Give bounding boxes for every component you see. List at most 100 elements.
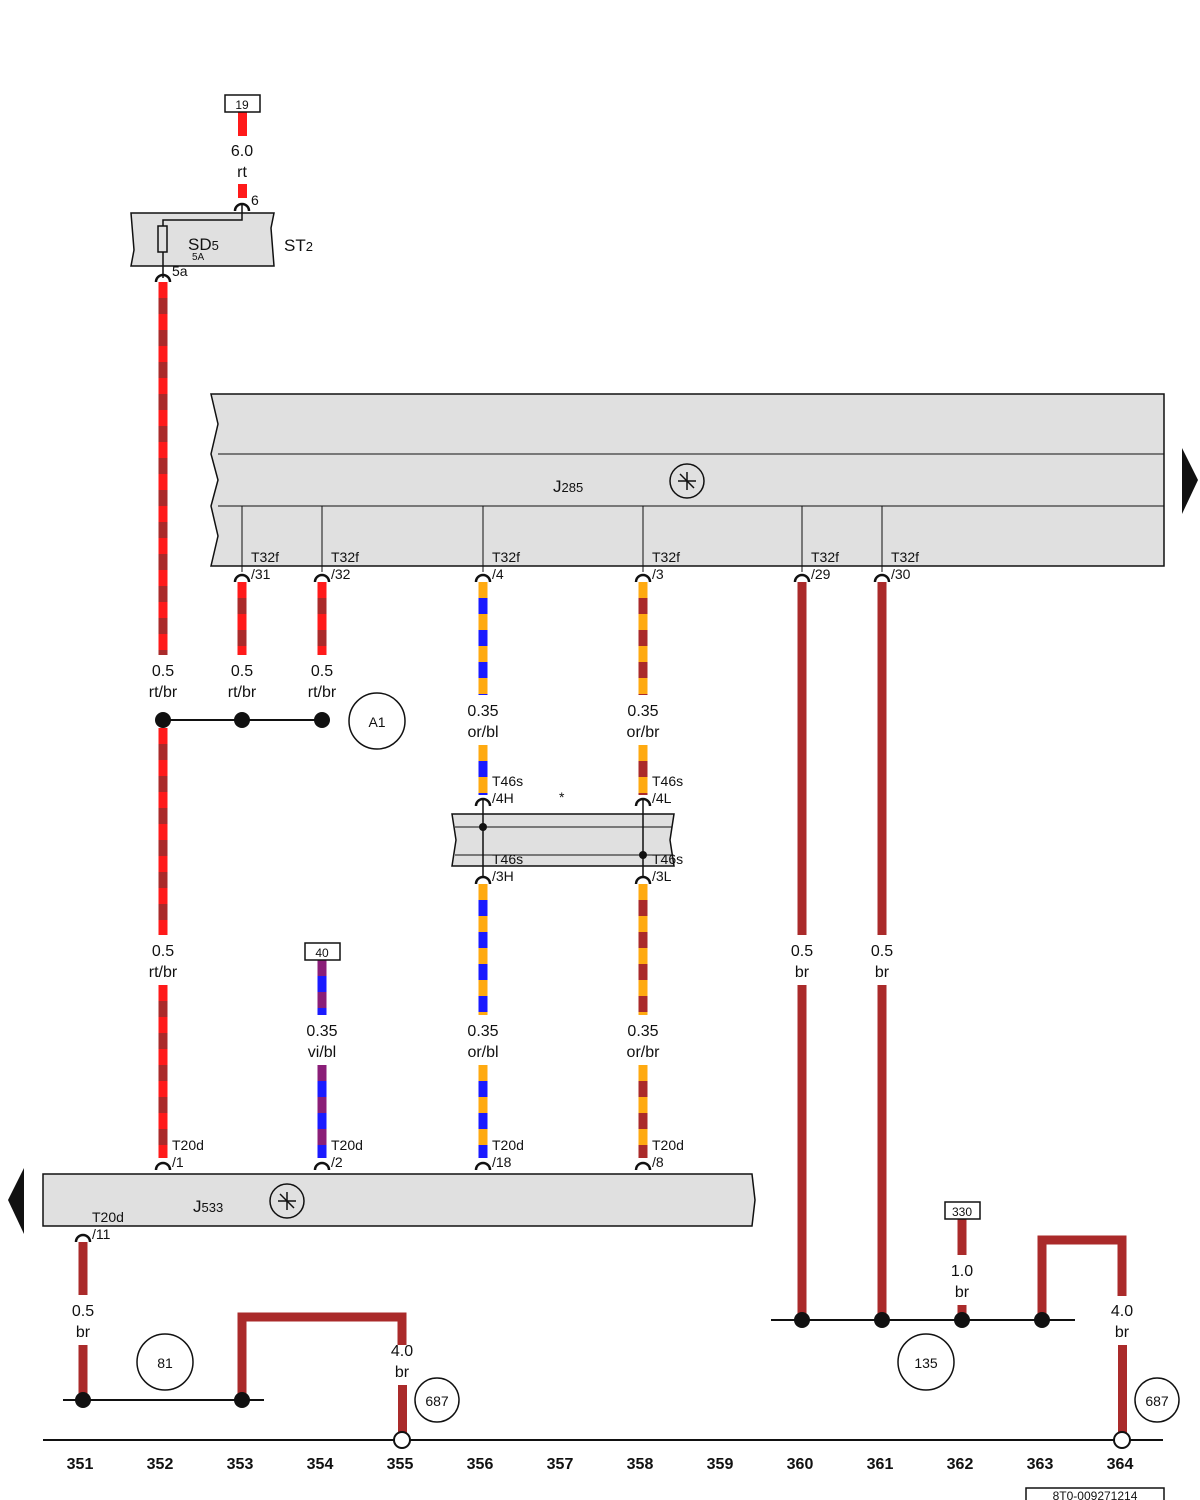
pin-connector-icon — [474, 573, 492, 583]
wire-label-color: br — [795, 964, 810, 981]
wire-segment — [158, 728, 168, 935]
ref-box-40[interactable]: 40 — [304, 942, 341, 961]
column-number: 363 — [1027, 1456, 1054, 1473]
wire-label-color: or/br — [627, 1044, 661, 1061]
wire-stripe — [158, 650, 168, 655]
wire-label-size: 0.5 — [72, 1303, 94, 1320]
wire-stripe — [237, 630, 247, 646]
wire-stripe — [478, 761, 488, 777]
pin-connector-icon — [634, 797, 652, 807]
strap-353-355 — [237, 1312, 407, 1400]
j285-internal-leads — [241, 506, 883, 572]
pin-label: T32f/4 — [492, 549, 520, 582]
wire-stripe — [158, 776, 168, 792]
wire-segment — [797, 985, 807, 1320]
column-number: 364 — [1107, 1456, 1134, 1473]
wire-label-color: br — [875, 964, 890, 981]
wire-stripe — [317, 1113, 327, 1129]
wire-stripe — [638, 793, 648, 795]
wire-stripe — [158, 458, 168, 474]
pin-connector-icon — [634, 875, 652, 885]
wire-label-color: vi/bl — [308, 1044, 336, 1061]
strap-363-364 — [1037, 1235, 1127, 1320]
wire-stripe — [638, 900, 648, 916]
column-number: 353 — [227, 1456, 254, 1473]
wire-stripe — [638, 761, 648, 777]
wire-label-size: 0.35 — [306, 1023, 337, 1040]
wire-stripe — [158, 586, 168, 602]
pin-connector-icon — [474, 875, 492, 885]
wire-stripe — [638, 1081, 648, 1097]
j533-label: J533 — [193, 1197, 223, 1216]
junction-dots — [75, 712, 1050, 1408]
circle-687-left[interactable]: 687 — [414, 1377, 460, 1423]
wire-stripe — [158, 490, 168, 506]
wire-stripe — [638, 662, 648, 678]
circle-81[interactable]: 81 — [136, 1333, 194, 1391]
wire-segment — [797, 582, 807, 935]
wire-label-color: or/br — [627, 724, 661, 741]
ref-box-330[interactable]: 330 — [944, 1201, 981, 1220]
pin-connector-icon — [793, 573, 811, 583]
wire-label-size: 0.5 — [871, 943, 893, 960]
wire-segment — [877, 582, 887, 935]
pin-label: T20d/1 — [172, 1137, 204, 1170]
wire-stripe — [158, 298, 168, 314]
wire-stripe — [478, 694, 488, 695]
pin-label: T20d/2 — [331, 1137, 363, 1170]
column-number: 361 — [867, 1456, 894, 1473]
wire-label-size: 0.35 — [627, 1023, 658, 1040]
wire-stripe — [638, 1145, 648, 1158]
wire-segment — [78, 1242, 88, 1295]
wire-stripe — [158, 330, 168, 346]
wire-stripe — [638, 598, 648, 614]
pin-connector-icon — [74, 1233, 92, 1243]
column-number: 355 — [387, 1456, 414, 1473]
wire-stripe — [638, 1113, 648, 1129]
circle-a1[interactable]: A1 — [348, 692, 406, 750]
pin-connector-icon — [634, 573, 652, 583]
pin-label: T32f/29 — [811, 549, 839, 582]
pin-connector-icon — [233, 202, 251, 212]
sd5-rating: 5A — [192, 252, 205, 263]
wire-stripe — [478, 1145, 488, 1158]
pin-label: T20d/18 — [492, 1137, 524, 1170]
wire-segment — [957, 1219, 967, 1255]
pin-connector-icon — [873, 573, 891, 583]
ground-point-364 — [1113, 1431, 1131, 1449]
wire-label-color: br — [955, 1284, 970, 1301]
strap-355-bottom — [398, 1385, 407, 1433]
wire-top-rt — [238, 112, 247, 136]
wire-label-size: 1.0 — [951, 1263, 973, 1280]
svg-text:81: 81 — [157, 1355, 173, 1371]
wire-stripe — [158, 1065, 168, 1081]
continue-left-arrow[interactable] — [8, 1168, 24, 1234]
pin-group: 65aT32f/31T32f/32T32f/4T32f/3T32f/29T32f… — [74, 192, 919, 1243]
wire-stripe — [478, 793, 488, 795]
pin-label: 5a — [172, 263, 188, 279]
circle-687-right[interactable]: 687 — [1134, 1377, 1180, 1423]
circle-135[interactable]: 135 — [897, 1333, 955, 1391]
wire-stripe — [158, 618, 168, 634]
j285-label: J285 — [553, 477, 583, 496]
wire-label-size: 0.35 — [467, 1023, 498, 1040]
sd5-label: SD5 — [188, 235, 219, 254]
wire-segment — [638, 884, 648, 1015]
wire-stripe — [638, 932, 648, 948]
wire-label-size: 0.5 — [791, 943, 813, 960]
wire-segment — [478, 1065, 488, 1158]
wire-segment — [317, 582, 327, 655]
wire-stripe — [478, 996, 488, 1012]
continue-right-arrow[interactable] — [1182, 448, 1198, 514]
wire-label-color: or/bl — [467, 724, 498, 741]
column-number: 358 — [627, 1456, 654, 1473]
wire-stripe — [317, 976, 327, 992]
wire-stripe — [158, 362, 168, 378]
column-number: 362 — [947, 1456, 974, 1473]
svg-text:8T0-009271214: 8T0-009271214 — [1053, 1489, 1138, 1500]
wire-segment — [877, 985, 887, 1320]
wire-label-color: rt/br — [228, 684, 257, 701]
wire-stripe — [158, 904, 168, 920]
ref-box-19[interactable]: 19 — [224, 94, 261, 113]
strap-364-bottom — [1118, 1345, 1127, 1433]
